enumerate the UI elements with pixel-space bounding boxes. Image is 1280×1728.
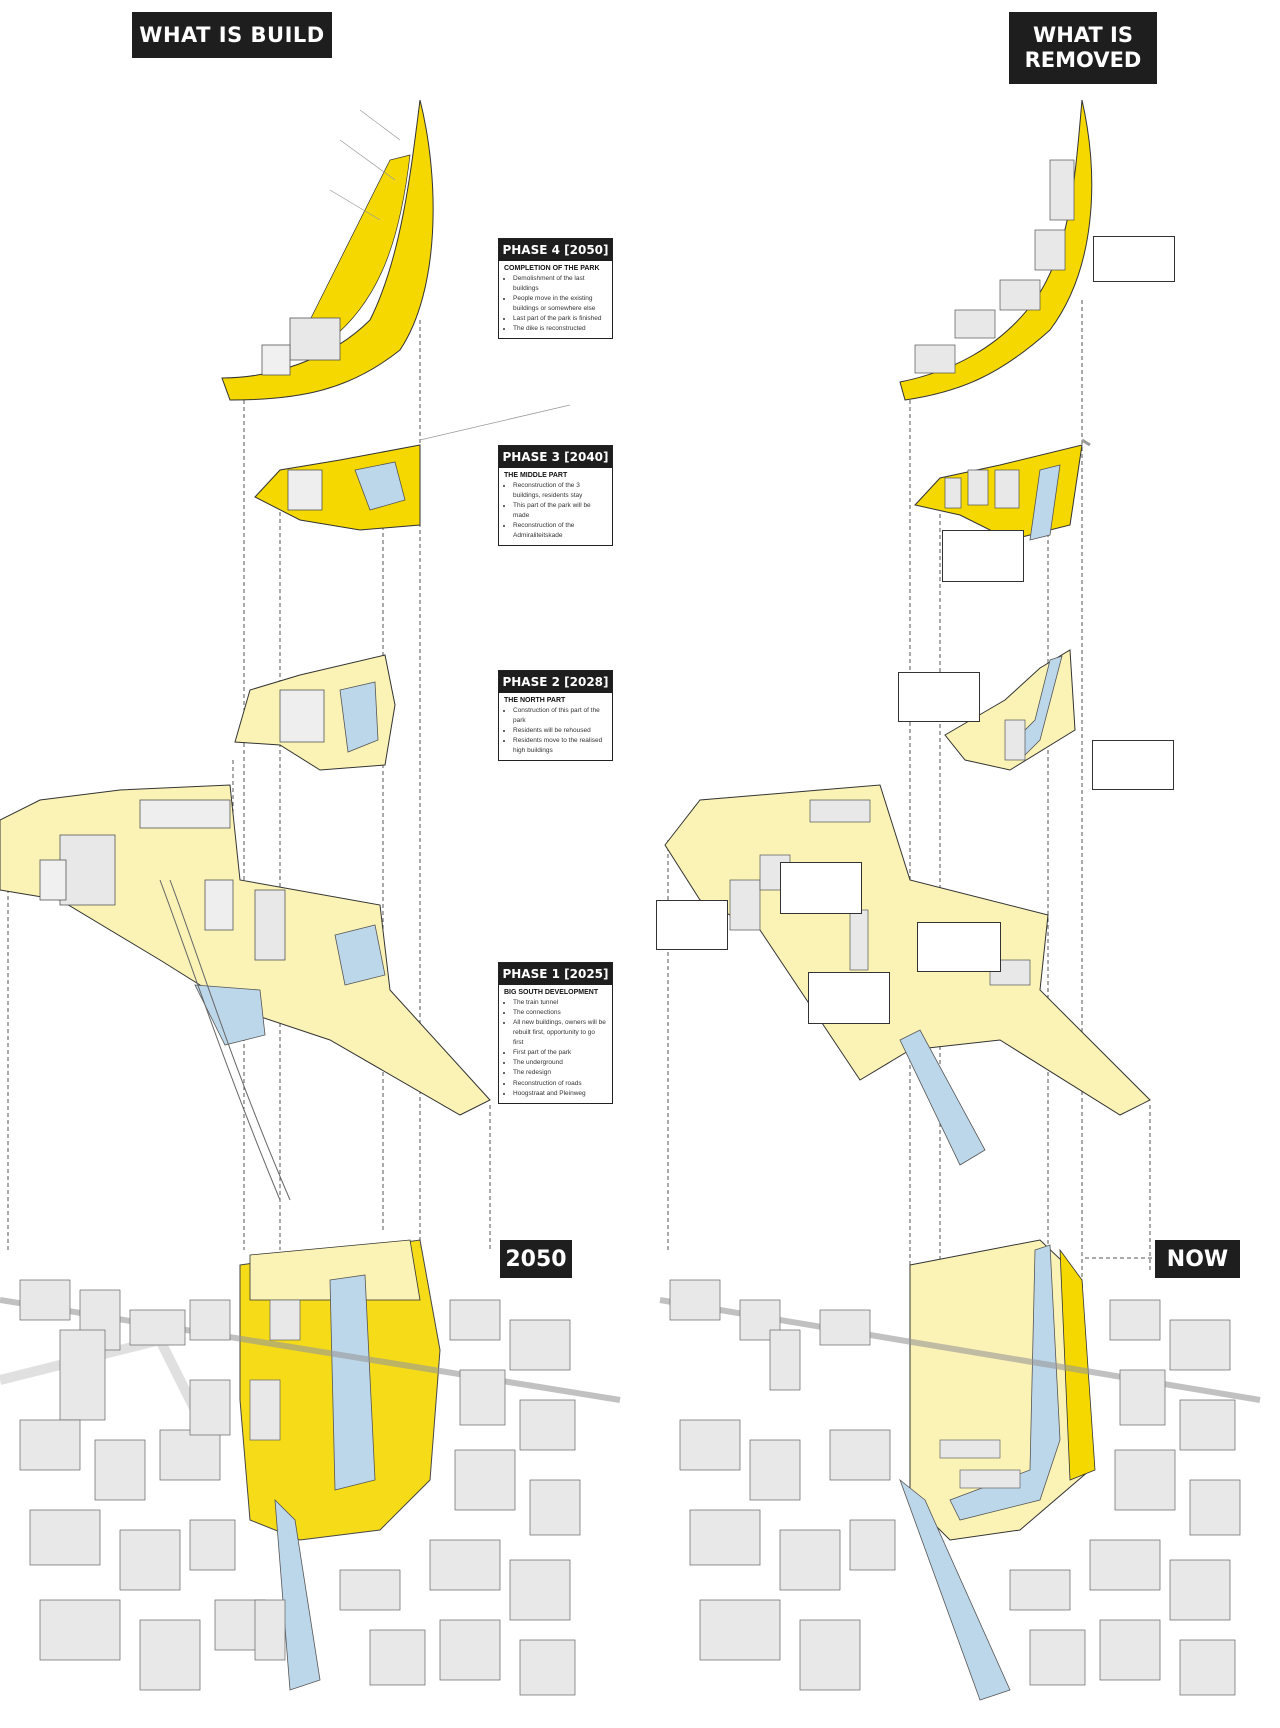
phase-3-list: Reconstruction of the 3 buildings, resid… — [499, 481, 612, 545]
building-info-callout — [656, 900, 728, 950]
phase-1-item: Hoogstraat and Pleinweg — [513, 1089, 607, 1099]
phase-1-item: The train tunnel — [513, 998, 607, 1008]
phase-2-title: PHASE 2 [2028] — [499, 671, 612, 693]
phase-3-item: This part of the park will be made — [513, 501, 607, 521]
left-phase3-plan — [254, 404, 571, 531]
phase-2-item: Residents will be rehoused — [513, 726, 607, 736]
phase-4-title: PHASE 4 [2050] — [499, 239, 612, 261]
phase-3-subtitle: THE MIDDLE PART — [504, 472, 568, 479]
building-info-callout — [1093, 236, 1175, 282]
left-phase2-plan — [234, 654, 396, 771]
phase-4-item: People move in the existing buildings or… — [513, 294, 607, 314]
phase-4-subtitle: COMPLETION OF THE PARK — [504, 265, 600, 272]
right-phase3-plan — [914, 438, 1091, 541]
phase-3-box: PHASE 3 [2040] THE MIDDLE PART Reconstru… — [498, 445, 613, 547]
phase-1-item: First part of the park — [513, 1048, 607, 1058]
what-is-removed-line1: WHAT IS — [1033, 22, 1133, 47]
year-now-text: NOW — [1166, 1246, 1229, 1272]
right-phase4-plan — [899, 99, 1093, 401]
phase-1-title: PHASE 1 [2025] — [499, 963, 612, 985]
phase-1-item: The redesign — [513, 1068, 607, 1078]
building-info-callout — [942, 530, 1024, 582]
phase-3-title: PHASE 3 [2040] — [499, 446, 612, 468]
left-phase4-plan — [221, 99, 434, 401]
what-is-removed-line2: REMOVED — [1024, 48, 1142, 72]
year-2050-label: 2050 — [500, 1240, 572, 1278]
phase-1-item: The connections — [513, 1008, 607, 1018]
year-2050-text: 2050 — [505, 1246, 567, 1272]
phase-1-item: All new buildings, owners will be rebuil… — [513, 1018, 607, 1048]
phase-4-list: Demolishment of the last buildings Peopl… — [499, 274, 612, 338]
what-is-build-label: WHAT IS BUILD — [139, 23, 325, 47]
building-info-callout — [917, 922, 1001, 972]
right-phase2-plan — [944, 649, 1076, 771]
phase-3-item: Reconstruction of the Admiraliteitskade — [513, 521, 607, 541]
phase-1-item: Reconstruction of roads — [513, 1079, 607, 1089]
phase-1-item: The underground — [513, 1058, 607, 1068]
phase-2-box: PHASE 2 [2028] THE NORTH PART Constructi… — [498, 670, 613, 762]
left-phase1-plan — [0, 784, 491, 1201]
building-info-callout — [808, 972, 890, 1024]
building-info-callout — [1092, 740, 1174, 790]
phase-1-list: The train tunnel The connections All new… — [499, 998, 612, 1103]
phase-4-item: Last part of the park is finished — [513, 314, 607, 324]
year-now-label: NOW — [1155, 1240, 1240, 1278]
what-is-removed-tag: WHAT IS REMOVED — [1009, 12, 1157, 84]
phase-2-item: Residents move to the realised high buil… — [513, 736, 607, 756]
phase-3-item: Reconstruction of the 3 buildings, resid… — [513, 481, 607, 501]
phase-2-item: Construction of this part of the park — [513, 706, 607, 726]
right-city-base — [659, 1239, 1261, 1701]
phase-4-item: The dike is reconstructed — [513, 324, 607, 334]
building-info-callout — [898, 672, 980, 722]
phase-2-list: Construction of this part of the park Re… — [499, 706, 612, 760]
building-info-callout — [780, 862, 862, 914]
what-is-build-tag: WHAT IS BUILD — [132, 12, 332, 58]
phase-4-item: Demolishment of the last buildings — [513, 274, 607, 294]
left-city-base — [0, 1239, 621, 1728]
phase-4-box: PHASE 4 [2050] COMPLETION OF THE PARK De… — [498, 238, 613, 340]
phase-1-subtitle: BIG SOUTH DEVELOPMENT — [504, 989, 599, 996]
phase-2-subtitle: THE NORTH PART — [504, 697, 566, 704]
phase-1-box: PHASE 1 [2025] BIG SOUTH DEVELOPMENT The… — [498, 962, 613, 1104]
right-phase1-plan — [664, 784, 1151, 1166]
